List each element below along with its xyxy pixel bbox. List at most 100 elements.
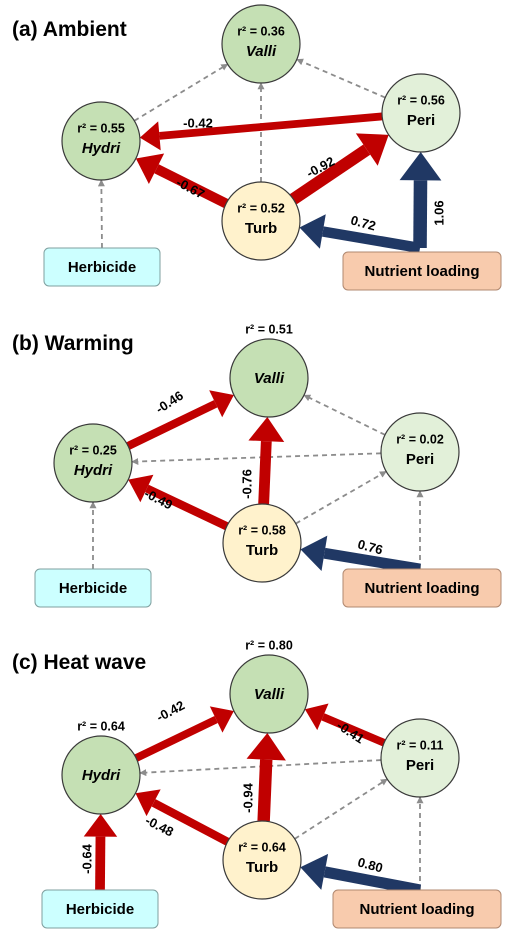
node-hydri-label: Hydri (74, 462, 113, 479)
path-coefficient-herbicide-to-hydri: -0.64 (79, 843, 94, 873)
node-valli (221, 4, 301, 84)
path-coefficient-hydri-to-valli: -0.46 (153, 388, 186, 417)
path-nutrient-to-turb (321, 226, 421, 254)
herbicide-box (43, 247, 161, 287)
path-coefficient-turb-to-valli: -0.94 (240, 782, 255, 812)
node-hydri (61, 735, 141, 815)
arrowhead-nutrient-to-turb (299, 214, 326, 249)
path-coefficient-peri-to-valli: -0.41 (334, 718, 367, 747)
arrowhead-hydri-to-valli (209, 706, 234, 733)
node-peri-r2: r² = 0.56 (397, 93, 445, 107)
arrowhead-hydri-to-valli (209, 390, 234, 418)
node-hydri-r2: r² = 0.64 (77, 719, 125, 733)
herbicide-box (34, 568, 152, 608)
node-valli-r2: r² = 0.51 (245, 322, 293, 336)
node-turb-r2: r² = 0.58 (238, 523, 286, 537)
nonsignificant-path-turb-peri (294, 778, 388, 840)
nonsignificant-path-herbicide-hydri (97, 179, 105, 249)
node-valli-label: Valli (246, 43, 277, 60)
arrowhead-nutrient-to-peri (399, 151, 442, 181)
nonsignificant-path-peri-valli (303, 394, 386, 436)
node-valli-label: Valli (254, 370, 285, 387)
herbicide-label: Herbicide (66, 901, 134, 918)
path-hydri-to-valli (126, 400, 218, 450)
path-coefficient-nutrient-to-turb: 0.72 (349, 212, 377, 233)
node-valli (229, 338, 309, 418)
node-valli-r2: r² = 0.80 (245, 638, 293, 652)
arrowhead-nutrient-to-turb (300, 853, 329, 890)
nutrient-loading-label: Nutrient loading (365, 263, 480, 280)
node-peri-label: Peri (407, 112, 435, 129)
path-coefficient-turb-to-hydri: -0.67 (174, 174, 207, 201)
path-peri-to-valli (321, 713, 386, 747)
arrowhead-turb-to-valli (248, 416, 285, 442)
nutrient-loading-label: Nutrient loading (360, 901, 475, 918)
node-hydri-label: Hydri (82, 140, 121, 157)
node-valli-r2: r² = 0.36 (237, 24, 285, 38)
node-turb (222, 503, 302, 583)
panel-title: (c) Heat wave (12, 651, 146, 674)
node-peri-r2: r² = 0.11 (397, 738, 444, 752)
node-peri (381, 73, 461, 153)
nonsignificant-path-peri-hydri (131, 452, 382, 465)
arrowhead-herbicide-to-hydri (83, 813, 118, 837)
herbicide-label: Herbicide (68, 259, 136, 276)
node-turb-label: Turb (246, 542, 278, 559)
herbicide-box (41, 889, 159, 929)
path-coefficient-peri-to-hydri: -0.42 (183, 115, 213, 130)
node-valli-label: Valli (254, 686, 285, 703)
node-turb-r2: r² = 0.64 (238, 840, 286, 854)
nonsignificant-path-peri-valli (296, 58, 386, 99)
nonsignificant-path-turb-peri (295, 470, 387, 525)
node-turb-label: Turb (245, 220, 277, 237)
node-turb (222, 820, 302, 900)
arrowhead-turb-to-hydri (135, 153, 165, 184)
path-turb-to-hydri (154, 164, 229, 209)
node-turb (221, 181, 301, 261)
nutrient-loading-box (332, 889, 502, 929)
node-peri-r2: r² = 0.02 (396, 432, 444, 446)
nonsignificant-path-hydri-valli (133, 63, 229, 122)
path-hydri-to-valli (134, 715, 218, 762)
node-turb-r2: r² = 0.52 (237, 201, 285, 215)
panel-title: (b) Warming (12, 332, 134, 355)
node-peri-label: Peri (406, 451, 434, 468)
arrowhead-peri-to-hydri (139, 121, 161, 151)
node-hydri (53, 423, 133, 503)
node-turb-label: Turb (246, 859, 278, 876)
path-nutrient-to-peri (413, 180, 428, 249)
arrowhead-peri-to-valli (304, 703, 329, 731)
panel-title: (a) Ambient (12, 18, 127, 41)
nutrient-loading-label: Nutrient loading (365, 580, 480, 597)
nutrient-loading-box (342, 251, 502, 291)
path-turb-to-valli (257, 759, 273, 822)
path-nutrient-to-turb (323, 547, 421, 575)
path-turb-to-peri (289, 144, 371, 205)
path-coefficient-nutrient-to-peri: 1.06 (431, 200, 446, 225)
arrowhead-nutrient-to-turb (300, 535, 328, 571)
arrowhead-turb-to-hydri (135, 789, 161, 817)
path-turb-to-hydri (151, 799, 230, 846)
arrowhead-turb-to-valli (246, 732, 286, 761)
node-peri-label: Peri (406, 757, 434, 774)
path-turb-to-valli (258, 440, 272, 505)
path-coefficient-hydri-to-valli: -0.42 (154, 697, 187, 724)
arrowhead-turb-to-hydri (128, 474, 154, 503)
arrowhead-turb-to-peri (355, 133, 389, 166)
node-hydri-r2: r² = 0.25 (69, 443, 117, 457)
node-peri (380, 718, 460, 798)
node-hydri-r2: r² = 0.55 (77, 121, 125, 135)
path-turb-to-hydri (145, 484, 229, 531)
node-valli (229, 654, 309, 734)
herbicide-label: Herbicide (59, 580, 127, 597)
node-hydri-label: Hydri (82, 767, 121, 784)
path-coefficient-nutrient-to-turb: 0.80 (356, 854, 384, 875)
path-coefficient-nutrient-to-turb: 0.76 (356, 536, 384, 557)
path-nutrient-to-turb (323, 866, 422, 896)
path-coefficient-turb-to-valli: -0.76 (239, 469, 254, 499)
node-hydri (61, 101, 141, 181)
